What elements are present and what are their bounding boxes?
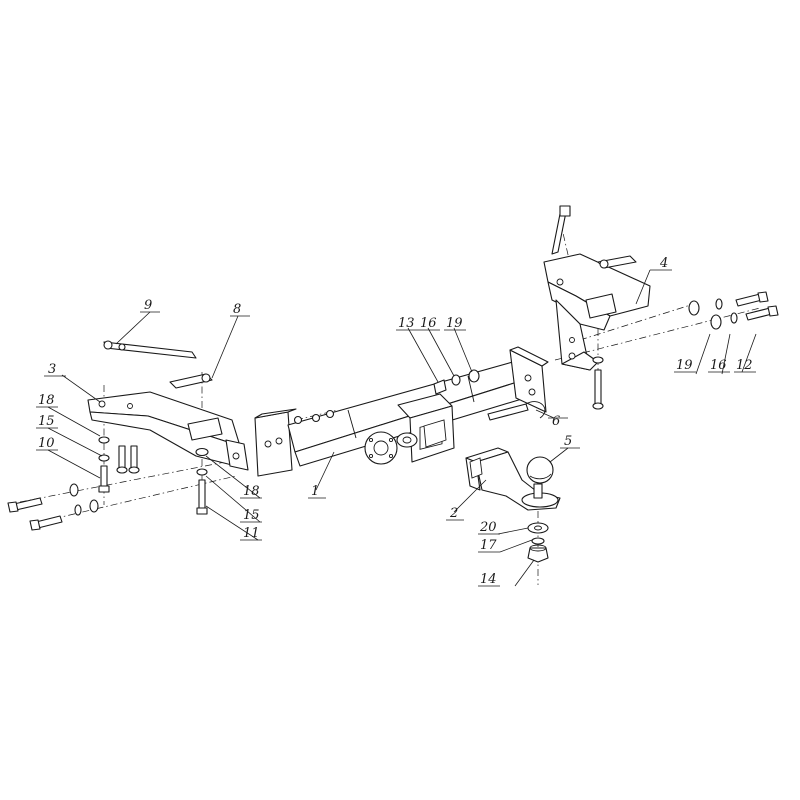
right-strap-rod [551,205,571,255]
callout-18-left: 18 [38,393,55,408]
callout-17: 17 [480,538,497,553]
leader-lines [36,269,757,587]
callout-12: 12 [736,358,753,373]
callout-9: 9 [144,298,152,313]
callout-1: 1 [311,484,319,499]
callout-13: 13 [398,316,415,331]
right-fasteners [433,291,779,410]
callout-20: 20 [479,520,497,535]
callout-11: 11 [243,526,260,541]
callout-5: 5 [564,434,572,449]
right-clip-plate [597,255,637,269]
left-clip-plate [169,373,213,389]
tow-ball [526,456,554,499]
hitch-pin [487,401,546,421]
callout-14: 14 [480,572,497,587]
callout-16-right: 16 [710,358,727,373]
callout-6: 6 [552,414,560,429]
left-fasteners [7,436,209,531]
callout-3: 3 [48,362,56,377]
callout-2: 2 [449,506,458,521]
callout-19-right: 19 [676,358,693,373]
left-mounting-bracket [87,391,249,471]
callout-16-centre: 16 [420,316,437,331]
callout-labels: 1 2 3 4 5 6 8 9 10 11 12 13 14 15 15 16 … [38,256,753,587]
callout-19-centre: 19 [446,316,463,331]
callout-4: 4 [659,256,668,271]
callout-8: 8 [233,302,241,317]
right-mounting-bracket [543,253,651,371]
left-strap-rod [103,340,197,359]
callout-15-left: 15 [38,414,55,429]
callout-10: 10 [38,436,55,451]
ball-fasteners [527,522,549,563]
callout-15-right: 15 [243,508,260,523]
callout-18-right: 18 [243,484,260,499]
